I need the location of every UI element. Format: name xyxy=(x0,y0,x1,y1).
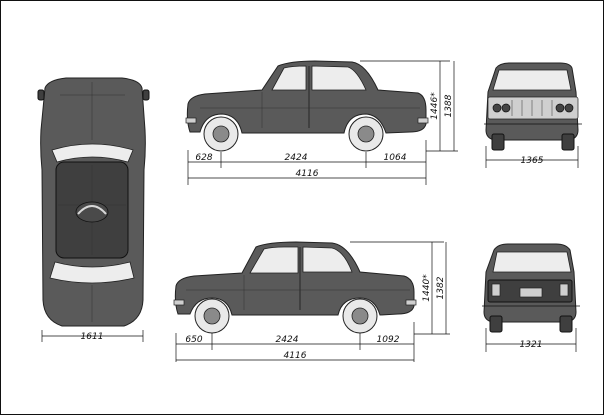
side-top-height-a: 1446* xyxy=(430,92,440,120)
rear-width-label: 1321 xyxy=(520,340,543,350)
side-top-height-b: 1388 xyxy=(444,94,454,117)
side-bottom-height-a: 1440* xyxy=(422,274,432,302)
front-width-label: 1365 xyxy=(521,156,544,166)
side-bottom-total-length: 4116 xyxy=(284,351,307,361)
side-bottom-rear-overhang: 1092 xyxy=(377,335,400,345)
side-view-top: 628 2424 1064 4116 1446* 1388 xyxy=(185,60,458,185)
side-view-bottom: 650 2424 1092 4116 1440* 1382 xyxy=(173,241,450,362)
side-bottom-front-overhang: 650 xyxy=(185,335,202,345)
rear-view: 1321 xyxy=(482,243,580,352)
side-top-front-overhang: 628 xyxy=(195,153,212,163)
plan-view: 1611 xyxy=(37,77,150,342)
side-bottom-height-b: 1382 xyxy=(436,276,446,299)
front-view: 1365 xyxy=(484,62,582,168)
side-top-total-length: 4116 xyxy=(296,169,319,179)
side-top-wheelbase: 2424 xyxy=(285,153,308,163)
side-top-rear-overhang: 1064 xyxy=(384,153,407,163)
plan-width-label: 1611 xyxy=(81,332,104,342)
side-bottom-wheelbase: 2424 xyxy=(276,335,299,345)
